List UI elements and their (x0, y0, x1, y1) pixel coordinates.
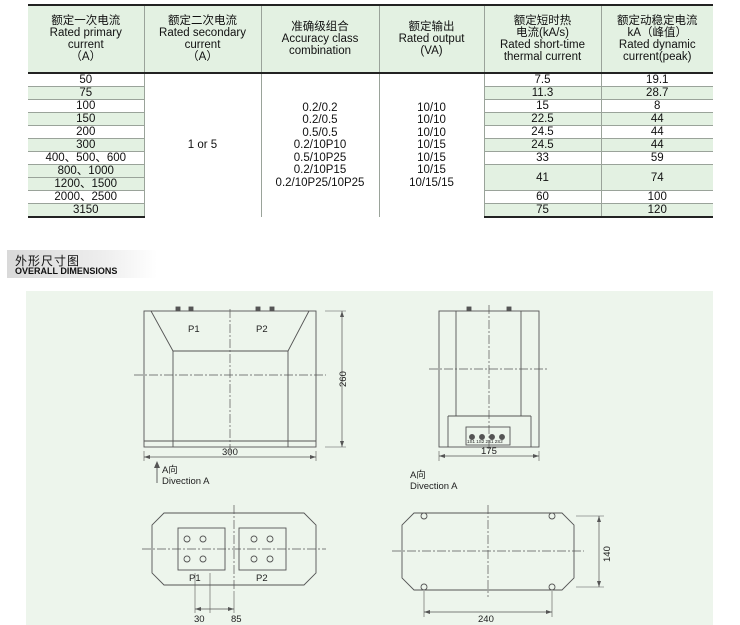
dynamic-current-cell: 120 (600, 203, 713, 218)
thermal-current-cell: 24.5 (483, 125, 601, 139)
dim-width-300: 300 (222, 447, 238, 458)
table-row: 75 11.3 28.7 (28, 86, 713, 100)
primary-current-cell: 150 (28, 112, 144, 126)
secondary-current-cell: 1 or 5 (143, 72, 261, 217)
table-row: 3150 75 120 (28, 203, 713, 218)
rated-output-cell: 10/10 10/10 10/10 10/15 10/15 10/15 10/1… (378, 72, 484, 217)
table-header-row: 额定一次电流 Rated primary current （A） 额定二次电流 … (28, 5, 713, 73)
header-primary-current: 额定一次电流 Rated primary current （A） (28, 5, 144, 73)
thermal-current-cell: 75 (483, 203, 601, 218)
dim-85: 85 (231, 614, 242, 625)
primary-current-cell: 50 (28, 72, 144, 87)
direction-label-en-left: Divection A (162, 476, 210, 487)
bottom-label-p2: P2 (256, 573, 268, 584)
table-row: 400、500、600 33 59 (28, 151, 713, 165)
table-row: 200 24.5 44 (28, 125, 713, 139)
dynamic-current-cell: 28.7 (600, 86, 713, 100)
front-label-p2: P2 (256, 324, 268, 335)
dim-30: 30 (194, 614, 205, 625)
thermal-current-cell: 60 (483, 190, 601, 204)
terminal-markings: 1S1 1S2 2S1 2S2 (467, 439, 503, 444)
dimension-drawing: 1S1 1S2 2S1 2S2 P1 P2 260 300 175 A向 Div… (26, 291, 713, 625)
table-row: 800、1000 41 74 (28, 164, 713, 191)
primary-current-cell: 100 (28, 99, 144, 113)
thermal-current-cell: 7.5 (483, 72, 601, 87)
dynamic-current-cell: 59 (600, 151, 713, 165)
thermal-current-cell: 33 (483, 151, 601, 165)
section-title: 外形尺寸图 OVERALL DIMENSIONS (7, 250, 157, 278)
dynamic-current-cell: 100 (600, 190, 713, 204)
primary-current-cell: 1200、1500 (28, 177, 144, 191)
table-row: 100 15 8 (28, 99, 713, 113)
front-label-p1: P1 (188, 324, 200, 335)
primary-current-cell: 2000、2500 (28, 190, 144, 204)
bottom-view-left (142, 505, 326, 613)
primary-current-cell: 200 (28, 125, 144, 139)
specification-table: 额定一次电流 Rated primary current （A） 额定二次电流 … (28, 4, 713, 218)
section-title-cn: 外形尺寸图 (15, 254, 81, 268)
header-rated-output: 额定输出 Rated output (VA) (378, 5, 484, 73)
side-view (429, 305, 549, 461)
primary-current-cell: 300 (28, 138, 144, 152)
primary-current-cell: 400、500、600 (28, 151, 144, 165)
table-row: 50 1 or 5 0.2/0.2 0.2/0.5 0.5/0.5 0.2/10… (28, 72, 713, 217)
primary-current-cell: 3150 (28, 203, 144, 218)
front-view (134, 306, 346, 461)
thermal-current-cell: 24.5 (483, 138, 601, 152)
dynamic-current-cell: 8 (600, 99, 713, 113)
primary-current-cell: 75 (28, 86, 144, 100)
table-row: 300 24.5 44 (28, 138, 713, 152)
thermal-current-cell: 15 (483, 99, 601, 113)
dynamic-current-cell: 74 (600, 164, 713, 191)
thermal-current-cell: 11.3 (483, 86, 601, 100)
section-title-en: OVERALL DIMENSIONS (15, 266, 118, 276)
accuracy-class-cell: 0.2/0.2 0.2/0.5 0.5/0.5 0.2/10P10 0.5/10… (260, 72, 379, 217)
dim-width-175: 175 (481, 446, 497, 457)
dynamic-current-cell: 44 (600, 125, 713, 139)
dynamic-current-cell: 44 (600, 138, 713, 152)
dim-140: 140 (602, 546, 613, 562)
direction-label-en-right: Divection A (410, 481, 458, 492)
header-dynamic-current: 额定动稳定电流 kA（峰值） Rated dynamic current(pea… (600, 5, 713, 73)
header-thermal-current: 额定短时热 电流(kA/s) Rated short-time thermal … (483, 5, 601, 73)
dim-240: 240 (478, 614, 494, 625)
bottom-view-right (392, 505, 604, 617)
dim-height-260: 260 (338, 371, 349, 387)
dimension-drawing-svg: 1S1 1S2 2S1 2S2 P1 P2 260 300 175 A向 Div… (134, 305, 613, 625)
header-secondary-current: 额定二次电流 Rated secondary current （A） (143, 5, 261, 73)
direction-label-cn-right: A向 (410, 469, 426, 481)
primary-current-cell: 800、1000 (28, 164, 144, 178)
table-row: 2000、2500 60 100 (28, 190, 713, 204)
bottom-label-p1: P1 (189, 573, 201, 584)
thermal-current-cell: 22.5 (483, 112, 601, 126)
direction-label-cn-left: A向 (162, 464, 178, 476)
dynamic-current-cell: 19.1 (600, 72, 713, 87)
table-row: 1200、1500 (28, 177, 713, 191)
thermal-current-cell: 41 (483, 164, 601, 191)
header-accuracy-class: 准确级组合 Accuracy class combination (260, 5, 379, 73)
table-row: 150 22.5 44 (28, 112, 713, 126)
dynamic-current-cell: 44 (600, 112, 713, 126)
